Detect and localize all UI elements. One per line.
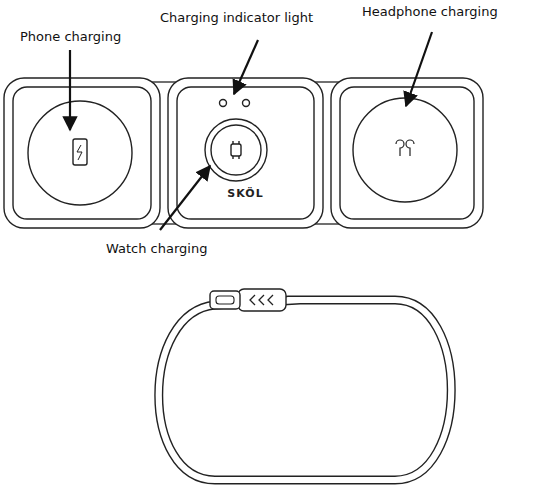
charging-pad: SKÖL (168, 78, 323, 228)
watch-pad (168, 78, 323, 228)
callout-label: Watch charging (106, 241, 207, 257)
callout-label: Headphone charging (362, 4, 498, 20)
leader-arrow (70, 32, 432, 230)
usb-c-cable (159, 289, 452, 480)
brand-logo: SKÖL (168, 187, 323, 200)
callout-label: Phone charging (20, 29, 121, 45)
callout-label: Charging indicator light (160, 10, 313, 26)
phone-pad (4, 78, 160, 228)
